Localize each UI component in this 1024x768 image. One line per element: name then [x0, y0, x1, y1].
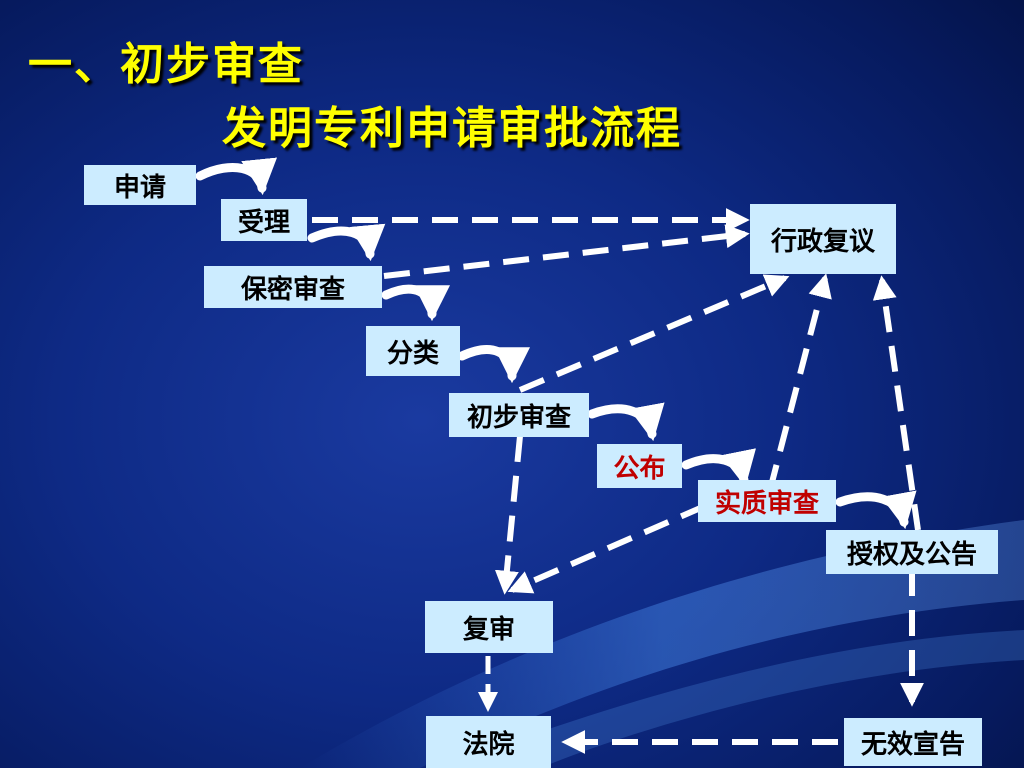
box-invalidation: 无效宣告 [844, 718, 982, 766]
box-substantive-exam: 实质审查 [698, 480, 836, 522]
curved-arrow-prelim-publish [587, 402, 665, 442]
box-grant-announce: 授权及公告 [826, 530, 998, 574]
slide-subtitle: 发明专利申请审批流程 [222, 103, 682, 154]
box-classify: 分类 [366, 326, 460, 376]
arrow-grant-to-admin [872, 275, 921, 531]
arrow-secrecy-to-admin [383, 224, 750, 279]
box-apply: 申请 [84, 165, 196, 205]
box-admin-review: 行政复议 [750, 204, 896, 274]
box-reexamination: 复审 [425, 601, 553, 653]
curved-arrow-publish-substantive [681, 448, 756, 488]
box-secrecy-review: 保密审查 [204, 266, 382, 308]
box-preliminary-exam: 初步审查 [449, 393, 589, 437]
curved-arrow-apply-accept [195, 157, 278, 196]
curved-arrow-accept-secrecy [307, 223, 386, 262]
arrow-substantive-to-admin [767, 273, 832, 491]
box-court: 法院 [426, 716, 551, 768]
curved-arrow-substantive-grant [835, 490, 917, 530]
arrow-substantive-to-reexam [507, 503, 707, 594]
box-publish: 公布 [597, 444, 682, 488]
curved-arrow-secrecy-classify [381, 284, 450, 322]
box-accept: 受理 [221, 199, 307, 241]
curved-arrow-classify-prelim [457, 345, 530, 384]
slide-title: 一、初步审查 [28, 39, 304, 90]
arrow-prelim-to-admin [518, 274, 790, 393]
arrow-prelim-to-reexam [494, 435, 523, 595]
